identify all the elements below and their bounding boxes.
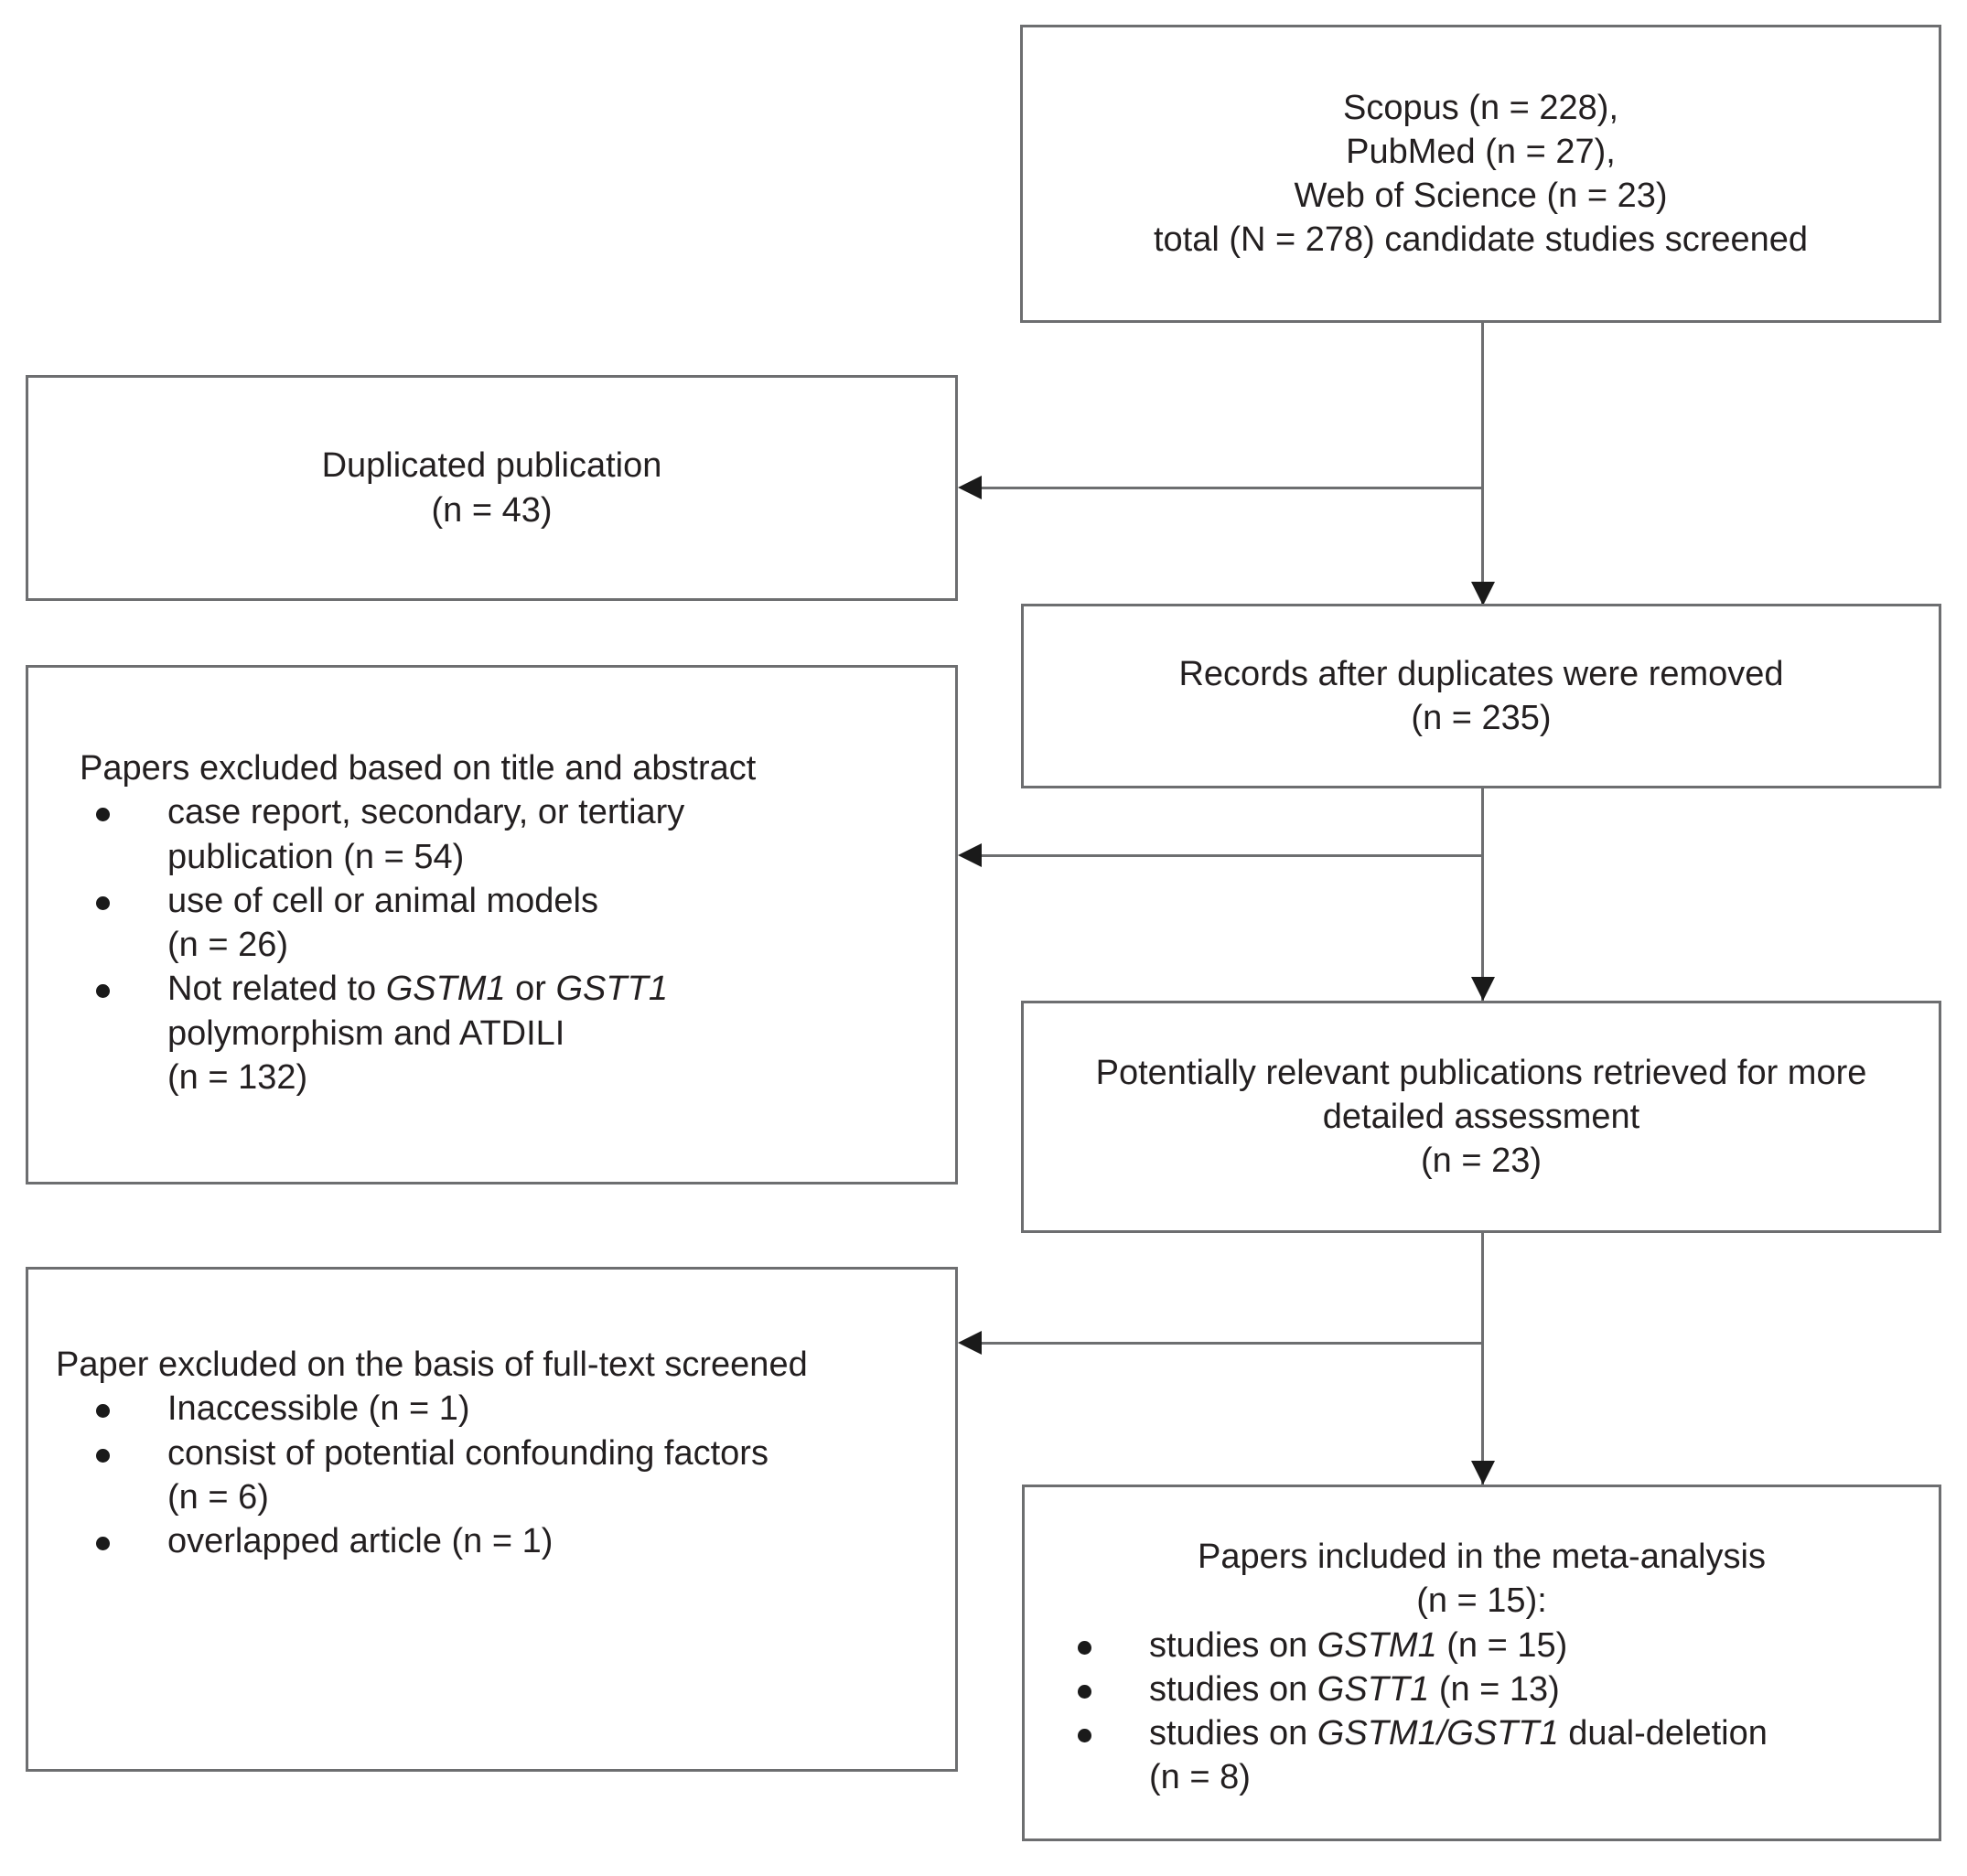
connector-to-excluded-fulltext xyxy=(981,1342,1482,1345)
box-duplicated-publication-text: Duplicated publication (n = 43) xyxy=(321,446,662,530)
gene-name-gstm1: GSTM1 xyxy=(1317,1625,1437,1665)
list-item: use of cell or animal models (n = 26) xyxy=(80,879,946,968)
bullet-text-post: (n = 15) xyxy=(1436,1625,1568,1665)
connector-sources-to-records xyxy=(1481,323,1484,606)
box-excluded-fulltext-lead: Paper excluded on the basis of full-text… xyxy=(56,1345,808,1384)
box-excluded-title-abstract: Papers excluded based on title and abstr… xyxy=(26,665,958,1185)
list-item: case report, secondary, or tertiary publ… xyxy=(80,790,946,879)
list-item: studies on GSTM1/GSTT1 dual-deletion (n … xyxy=(1061,1711,1929,1800)
bullet-text-pre: Not related to xyxy=(167,970,386,1009)
box-duplicated-publication: Duplicated publication (n = 43) xyxy=(26,375,958,601)
box-included-heading: Papers included in the meta-analysis (n … xyxy=(1197,1538,1766,1621)
list-item: studies on GSTT1 (n = 13) xyxy=(1061,1667,1929,1711)
box-included-list: studies on GSTM1 (n = 15) studies on GST… xyxy=(1025,1624,1939,1800)
list-item: studies on GSTM1 (n = 15) xyxy=(1061,1624,1929,1667)
gene-name-gstm1: GSTM1 xyxy=(385,970,506,1009)
connector-to-duplicates xyxy=(981,487,1482,489)
list-item: Inaccessible (n = 1) xyxy=(80,1387,946,1431)
box-potentially-relevant: Potentially relevant publications retrie… xyxy=(1021,1001,1941,1233)
box-sources: Scopus (n = 228), PubMed (n = 27), Web o… xyxy=(1020,25,1941,323)
bullet-text-pre: studies on xyxy=(1149,1714,1317,1753)
bullet-text-mid: or xyxy=(505,970,556,1009)
arrowhead-to-included xyxy=(1471,1461,1495,1485)
box-excluded-fulltext: Paper excluded on the basis of full-text… xyxy=(26,1267,958,1772)
box-sources-text: Scopus (n = 228), PubMed (n = 27), Web o… xyxy=(1153,88,1809,260)
box-excluded-fulltext-list: Inaccessible (n = 1) consist of potentia… xyxy=(28,1387,955,1563)
list-item: consist of potential confounding factors… xyxy=(80,1431,946,1520)
arrowhead-to-records xyxy=(1471,582,1495,606)
connector-relevant-to-included xyxy=(1481,1233,1484,1494)
arrowhead-to-relevant xyxy=(1471,977,1495,1001)
gene-name-gstt1: GSTT1 xyxy=(555,970,668,1009)
box-included-meta-analysis: Papers included in the meta-analysis (n … xyxy=(1022,1485,1941,1841)
arrowhead-to-excluded-fulltext xyxy=(958,1331,982,1355)
connector-to-excluded-title-abstract xyxy=(981,854,1482,857)
bullet-text-pre: studies on xyxy=(1149,1625,1317,1665)
bullet-text-post: polymorphism and ATDILI (n = 132) xyxy=(167,1013,565,1097)
list-item: Not related to GSTM1 or GSTT1 polymorphi… xyxy=(80,967,946,1099)
box-excluded-title-abstract-list: case report, secondary, or tertiary publ… xyxy=(28,790,955,1099)
arrowhead-to-duplicates xyxy=(958,476,982,499)
box-excluded-title-abstract-lead: Papers excluded based on title and abstr… xyxy=(80,749,757,788)
bullet-text-post: (n = 13) xyxy=(1429,1669,1560,1709)
list-item: overlapped article (n = 1) xyxy=(80,1519,946,1563)
gene-name-gstm1-gstt1: GSTM1/GSTT1 xyxy=(1317,1714,1559,1753)
gene-name-gstt1: GSTT1 xyxy=(1317,1669,1430,1709)
box-records-after-duplicates: Records after duplicates were removed (n… xyxy=(1021,604,1941,788)
bullet-text-pre: studies on xyxy=(1149,1669,1317,1709)
bullet-text-post: dual-deletion (n = 8) xyxy=(1149,1714,1768,1797)
connector-records-to-relevant xyxy=(1481,788,1484,1001)
arrowhead-to-excluded-title-abstract xyxy=(958,843,982,867)
box-potentially-relevant-text: Potentially relevant publications retrie… xyxy=(1095,1053,1867,1181)
box-records-after-duplicates-text: Records after duplicates were removed (n… xyxy=(1178,654,1784,737)
